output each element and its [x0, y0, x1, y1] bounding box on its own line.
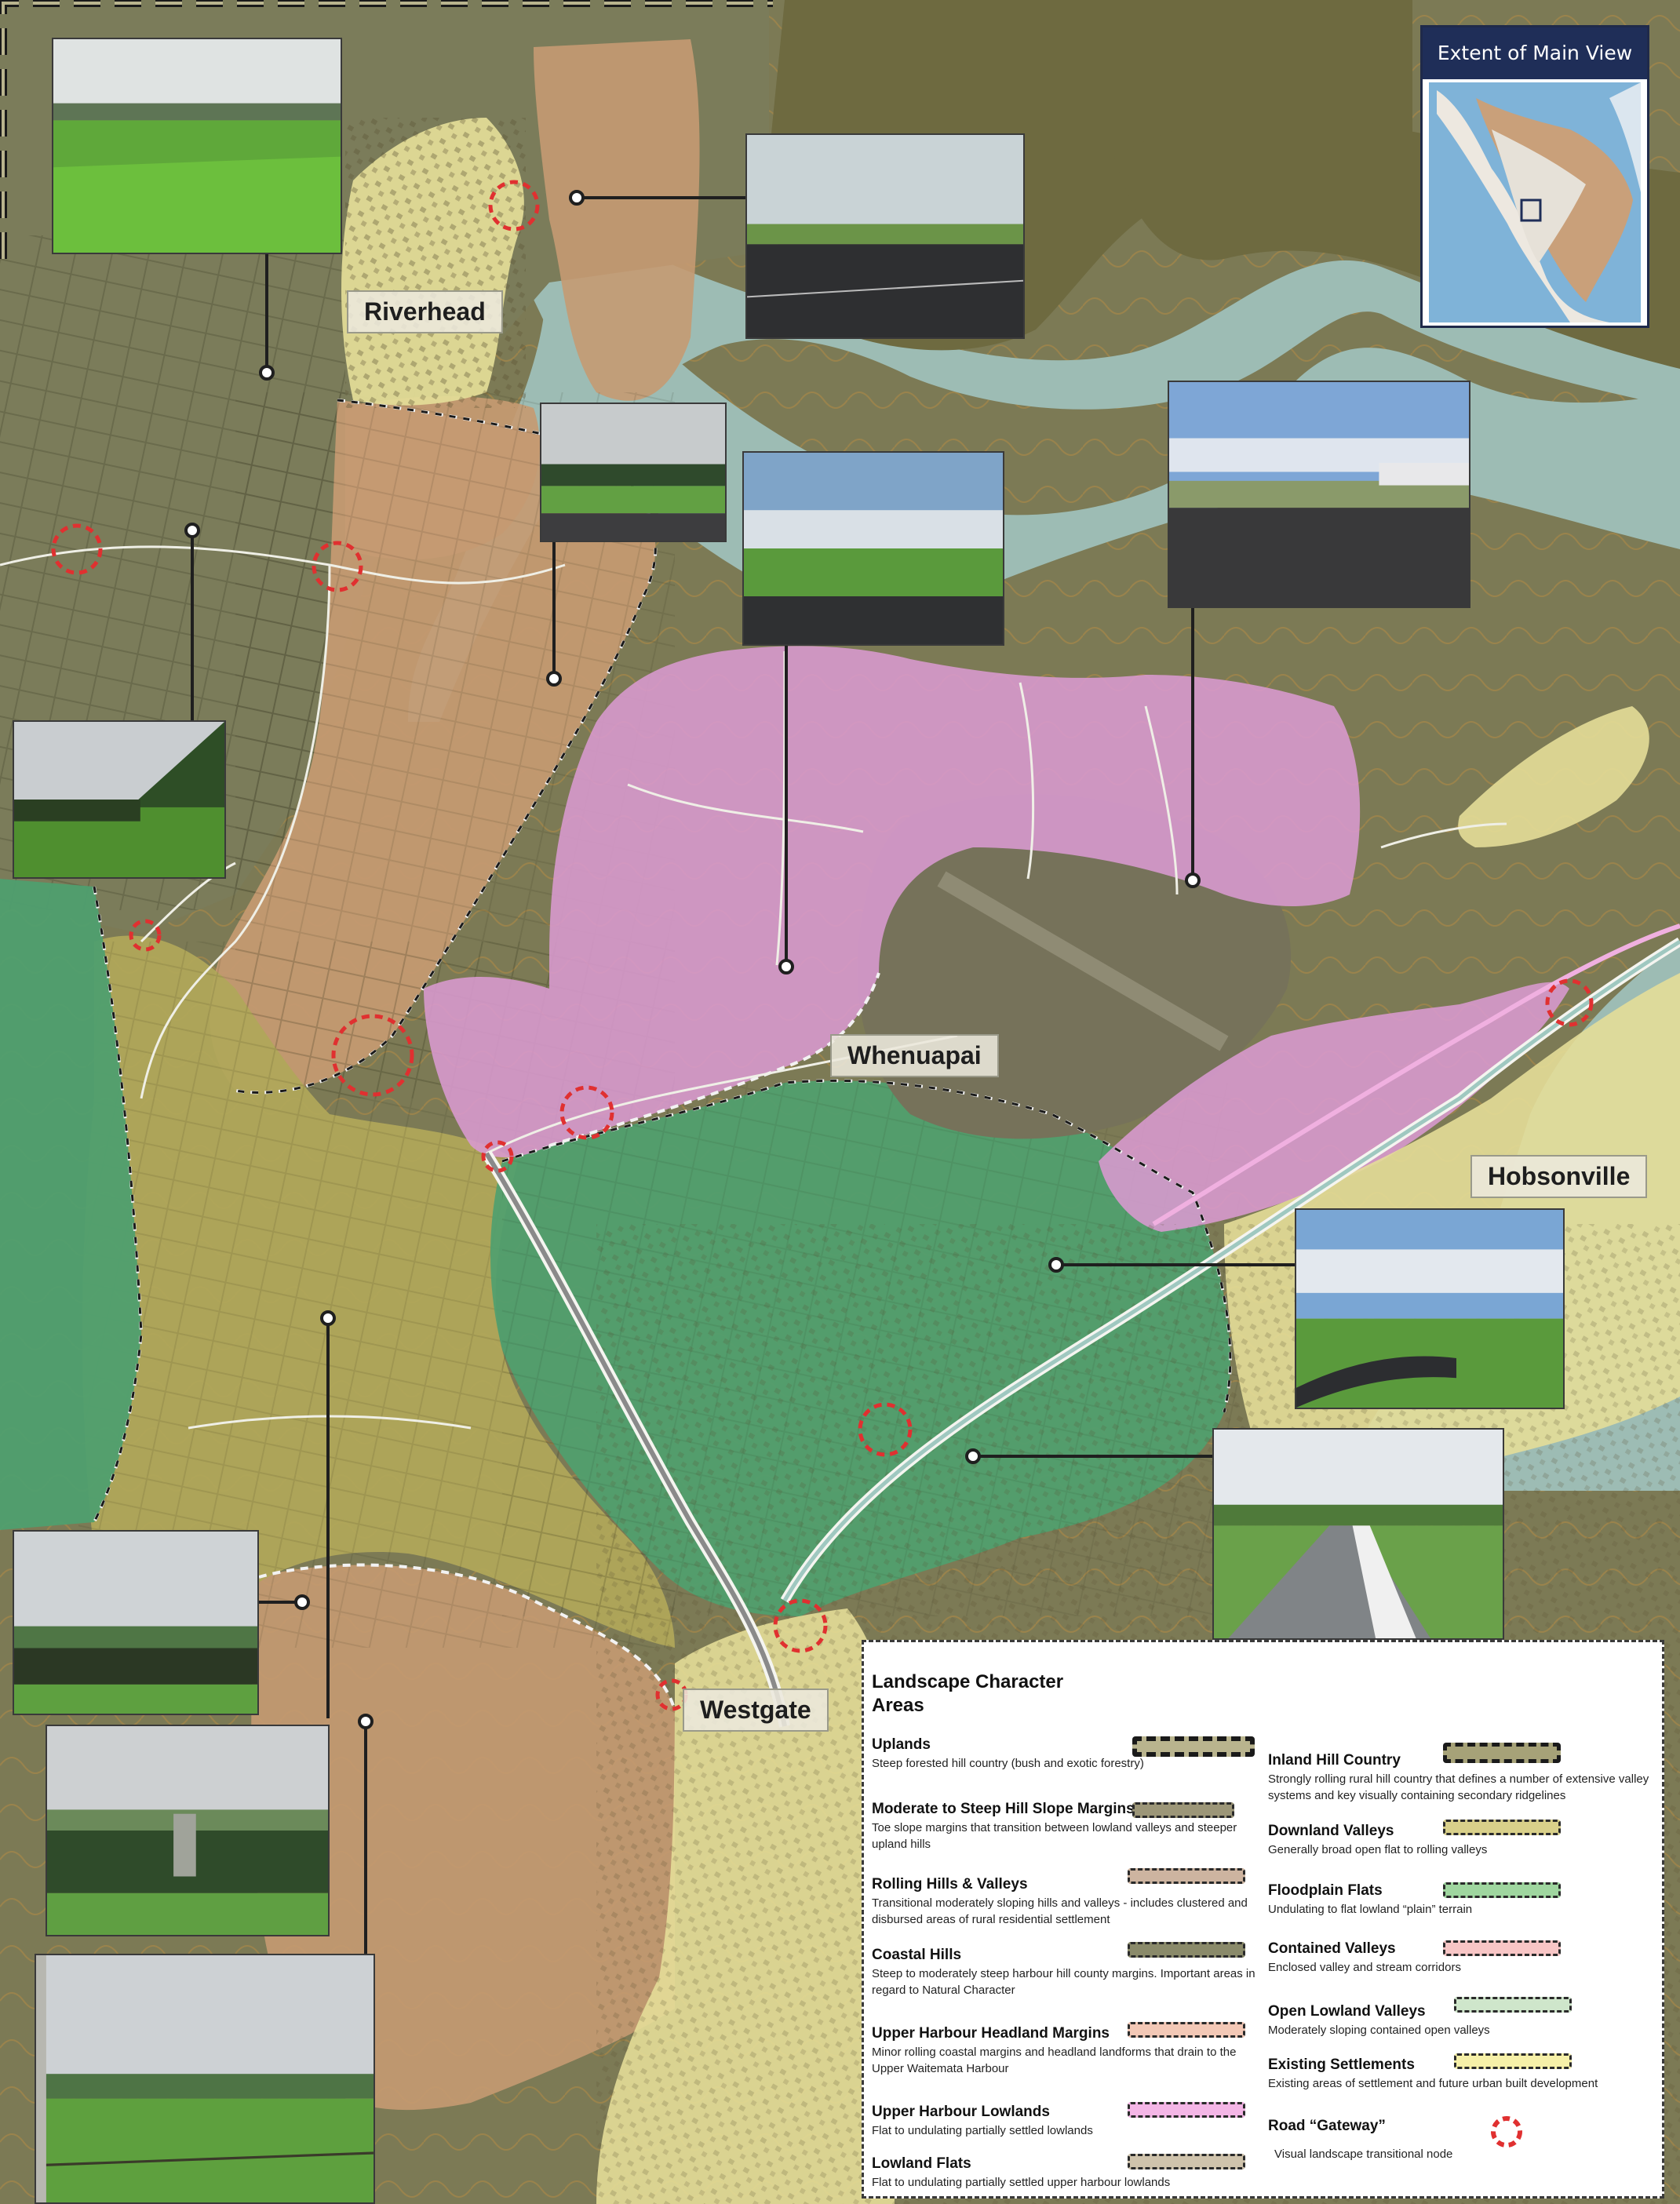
legend-item-desc: Undulating to flat lowland “plain” terra…: [1268, 1903, 1473, 1916]
place-label-hobsonville: Hobsonville: [1470, 1155, 1648, 1199]
legend-item-existing-settlements: Existing Settlements Existing areas of s…: [1268, 2056, 1653, 2092]
legend-item-desc: Flat to undulating partially settled low…: [872, 2124, 1093, 2137]
legend-item-name: Rolling Hills & Valleys: [872, 1876, 1028, 1893]
legend-swatch-hill-slope-margins: [1132, 1802, 1234, 1818]
legend-swatch-contained-valleys: [1443, 1940, 1561, 1956]
legend-item-headland-margins: Upper Harbour Headland Margins Minor rol…: [872, 2025, 1256, 2077]
legend-item-desc: Minor rolling coastal margins and headla…: [872, 2046, 1237, 2075]
landscape-photo[interactable]: [540, 403, 727, 542]
inset-locator-map: [1429, 82, 1641, 322]
place-label-whenuapai: Whenuapai: [830, 1034, 999, 1078]
photo-leader-icon: [184, 190, 1295, 1954]
legend-title: Landscape Character Areas: [872, 1671, 1064, 1716]
legend-swatch-lowland-flats: [1128, 2154, 1245, 2169]
legend-item-name: Upper Harbour Lowlands: [872, 2104, 1050, 2120]
inset-title: Extent of Main View: [1423, 27, 1647, 79]
airfield-runway: [937, 871, 1229, 1051]
landscape-photo[interactable]: [1212, 1428, 1504, 1640]
legend-item-name: Uplands: [872, 1736, 931, 1753]
legend-panel: Landscape Character Areas Uplands Steep …: [862, 1640, 1664, 2199]
legend-item-name: Inland Hill Country: [1268, 1752, 1401, 1769]
legend-item-desc: Steep to moderately steep harbour hill c…: [872, 1967, 1255, 1997]
legend-item-road-gateway: Road “Gateway” Visual landscape transiti…: [1268, 2118, 1582, 2162]
legend-item-desc: Steep forested hill country (bush and ex…: [872, 1757, 1144, 1770]
settlement-east-island: [1458, 706, 1649, 847]
legend-item-name: Moderate to Steep Hill Slope Margins: [872, 1801, 1135, 1817]
study-boundary-inner: [2, 2, 773, 259]
legend-item-name: Existing Settlements: [1268, 2056, 1415, 2073]
legend-swatch-headland-margins: [1128, 2022, 1245, 2038]
legend-item-name: Road “Gateway”: [1268, 2118, 1386, 2134]
landscape-photo[interactable]: [1295, 1208, 1565, 1409]
legend-item-open-lowland-valleys: Open Lowland Valleys Moderately sloping …: [1268, 2003, 1653, 2038]
legend-item-floodplain-flats: Floodplain Flats Undulating to flat lowl…: [1268, 1882, 1653, 1918]
legend-swatch-inland-hill-country: [1443, 1743, 1561, 1763]
legend-item-desc: Visual landscape transitional node: [1274, 2148, 1453, 2161]
legend-item-inland-hill-country: Inland Hill Country Strongly rolling rur…: [1268, 1752, 1653, 1804]
upper-harbour-lowlands-whenuapai: [549, 646, 1361, 1146]
legend-item-desc: Strongly rolling rural hill country that…: [1268, 1772, 1649, 1802]
landscape-photo[interactable]: [52, 38, 342, 254]
legend-item-name: Lowland Flats: [872, 2155, 971, 2172]
legend-item-upper-harbour-lowlands: Upper Harbour Lowlands Flat to undulatin…: [872, 2104, 1256, 2139]
landscape-photo[interactable]: [13, 720, 226, 879]
place-label-riverhead: Riverhead: [347, 290, 503, 334]
legend-swatch-upper-harbour-lowlands: [1128, 2102, 1245, 2118]
motorways: [482, 923, 1680, 1728]
legend-item-uplands: Uplands Steep forested hill country (bus…: [872, 1736, 1186, 1772]
legend-item-name: Contained Valleys: [1268, 1940, 1396, 1957]
legend-item-desc: Existing areas of settlement and future …: [1268, 2077, 1598, 2090]
extent-inset-map[interactable]: Extent of Main View: [1420, 25, 1649, 328]
landscape-photo[interactable]: [745, 133, 1025, 339]
legend-item-name: Open Lowland Valleys: [1268, 2003, 1426, 2020]
legend-item-desc: Toe slope margins that transition betwee…: [872, 1821, 1237, 1851]
legend-swatch-floodplain-flats: [1443, 1882, 1561, 1898]
place-label-westgate: Westgate: [683, 1689, 829, 1732]
legend-item-name: Coastal Hills: [872, 1947, 962, 1963]
legend-item-lowland-flats: Lowland Flats Flat to undulating partial…: [872, 2155, 1256, 2191]
legend-swatch-downland-valleys: [1443, 1820, 1561, 1835]
legend-item-rolling-hills: Rolling Hills & Valleys Transitional mod…: [872, 1876, 1256, 1928]
legend-item-desc: Moderately sloping contained open valley…: [1268, 2024, 1490, 2037]
legend-swatch-existing-settlements: [1454, 2053, 1572, 2069]
legend-item-desc: Flat to undulating partially settled upp…: [872, 2176, 1171, 2189]
legend-item-desc: Transitional moderately sloping hills an…: [872, 1896, 1248, 1926]
landscape-photo[interactable]: [46, 1725, 330, 1936]
legend-item-contained-valleys: Contained Valleys Enclosed valley and st…: [1268, 1940, 1653, 1976]
floodplain-flats-west: [0, 879, 141, 1530]
road-gateway-icon: [1491, 2116, 1522, 2148]
legend-swatch-open-lowland-valleys: [1454, 1997, 1572, 2013]
legend-item-desc: Enclosed valley and stream corridors: [1268, 1961, 1461, 1974]
landscape-photo[interactable]: [742, 451, 1004, 646]
legend-item-downland-valleys: Downland Valleys Generally broad open fl…: [1268, 1823, 1653, 1858]
legend-swatch-coastal-hills: [1128, 1942, 1245, 1958]
upper-harbour-lowlands-sw: [424, 977, 549, 1157]
road-gateway-icon[interactable]: [51, 180, 1594, 1711]
legend-swatch-uplands: [1132, 1736, 1255, 1757]
landscape-photo[interactable]: [13, 1530, 259, 1715]
legend-swatch-rolling-hills: [1128, 1868, 1245, 1884]
legend-item-name: Downland Valleys: [1268, 1823, 1394, 1839]
landscape-photo[interactable]: [1168, 381, 1470, 608]
landscape-photo[interactable]: [35, 1954, 375, 2204]
legend-item-desc: Generally broad open flat to rolling val…: [1268, 1843, 1488, 1856]
legend-item-hill-slope-margins: Moderate to Steep Hill Slope Margins Toe…: [872, 1801, 1241, 1852]
urban-riverhead: [345, 118, 526, 408]
rolling-hills-north: [534, 39, 700, 401]
character-area-boundaries-dark: [93, 399, 1232, 1523]
legend-item-coastal-hills: Coastal Hills Steep to moderately steep …: [872, 1947, 1256, 1998]
upper-harbour-water: [408, 188, 1680, 722]
legend-item-name: Upper Harbour Headland Margins: [872, 2025, 1110, 2042]
legend-item-name: Floodplain Flats: [1268, 1882, 1383, 1899]
